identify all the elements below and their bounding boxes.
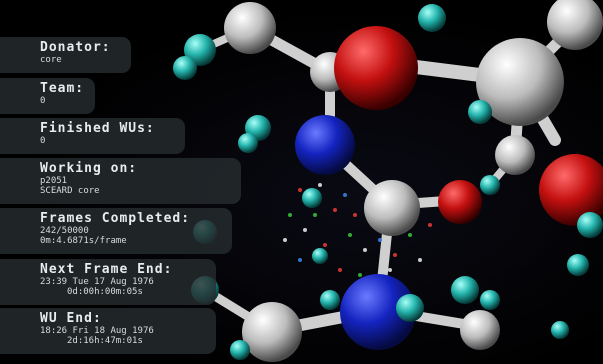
atoms xyxy=(173,0,603,362)
panel-team: Team: 0 xyxy=(0,78,95,114)
working-core: SCEARD core xyxy=(40,186,100,196)
frames-count: 242/50000 xyxy=(40,226,89,236)
working-project: p2051 xyxy=(40,176,68,186)
wu-end-remaining: 2d:16h:47m:01s xyxy=(67,336,143,346)
finished-label: Finished WUs: xyxy=(40,121,155,136)
frames-rate: 0m:4.6871s/frame xyxy=(40,236,127,246)
panel-working-on: Working on: p2051 SCEARD core xyxy=(0,158,241,204)
panel-frames-completed: Frames Completed: 242/50000 0m:4.6871s/f… xyxy=(0,208,232,254)
wu-end-label: WU End: xyxy=(40,311,102,326)
panel-wu-end: WU End: 18:26 Fri 18 Aug 1976 2d:16h:47m… xyxy=(0,308,216,354)
working-label: Working on: xyxy=(40,161,138,176)
wu-end-datetime: 18:26 Fri 18 Aug 1976 xyxy=(40,326,154,336)
team-value: 0 xyxy=(40,96,46,106)
next-frame-remaining: 0d:00h:00m:05s xyxy=(67,287,143,297)
panel-next-frame-end: Next Frame End: 23:39 Tue 17 Aug 1976 0d… xyxy=(0,259,216,305)
donator-label: Donator: xyxy=(40,40,111,55)
atom-cloud xyxy=(283,183,432,277)
next-frame-datetime: 23:39 Tue 17 Aug 1976 xyxy=(40,277,154,287)
panel-finished-wus: Finished WUs: 0 xyxy=(0,118,185,154)
next-frame-label: Next Frame End: xyxy=(40,262,173,277)
finished-value: 0 xyxy=(40,136,46,146)
panel-donator: Donator: core xyxy=(0,37,131,73)
donator-value: core xyxy=(40,55,62,65)
team-label: Team: xyxy=(40,81,85,96)
frames-label: Frames Completed: xyxy=(40,211,191,226)
